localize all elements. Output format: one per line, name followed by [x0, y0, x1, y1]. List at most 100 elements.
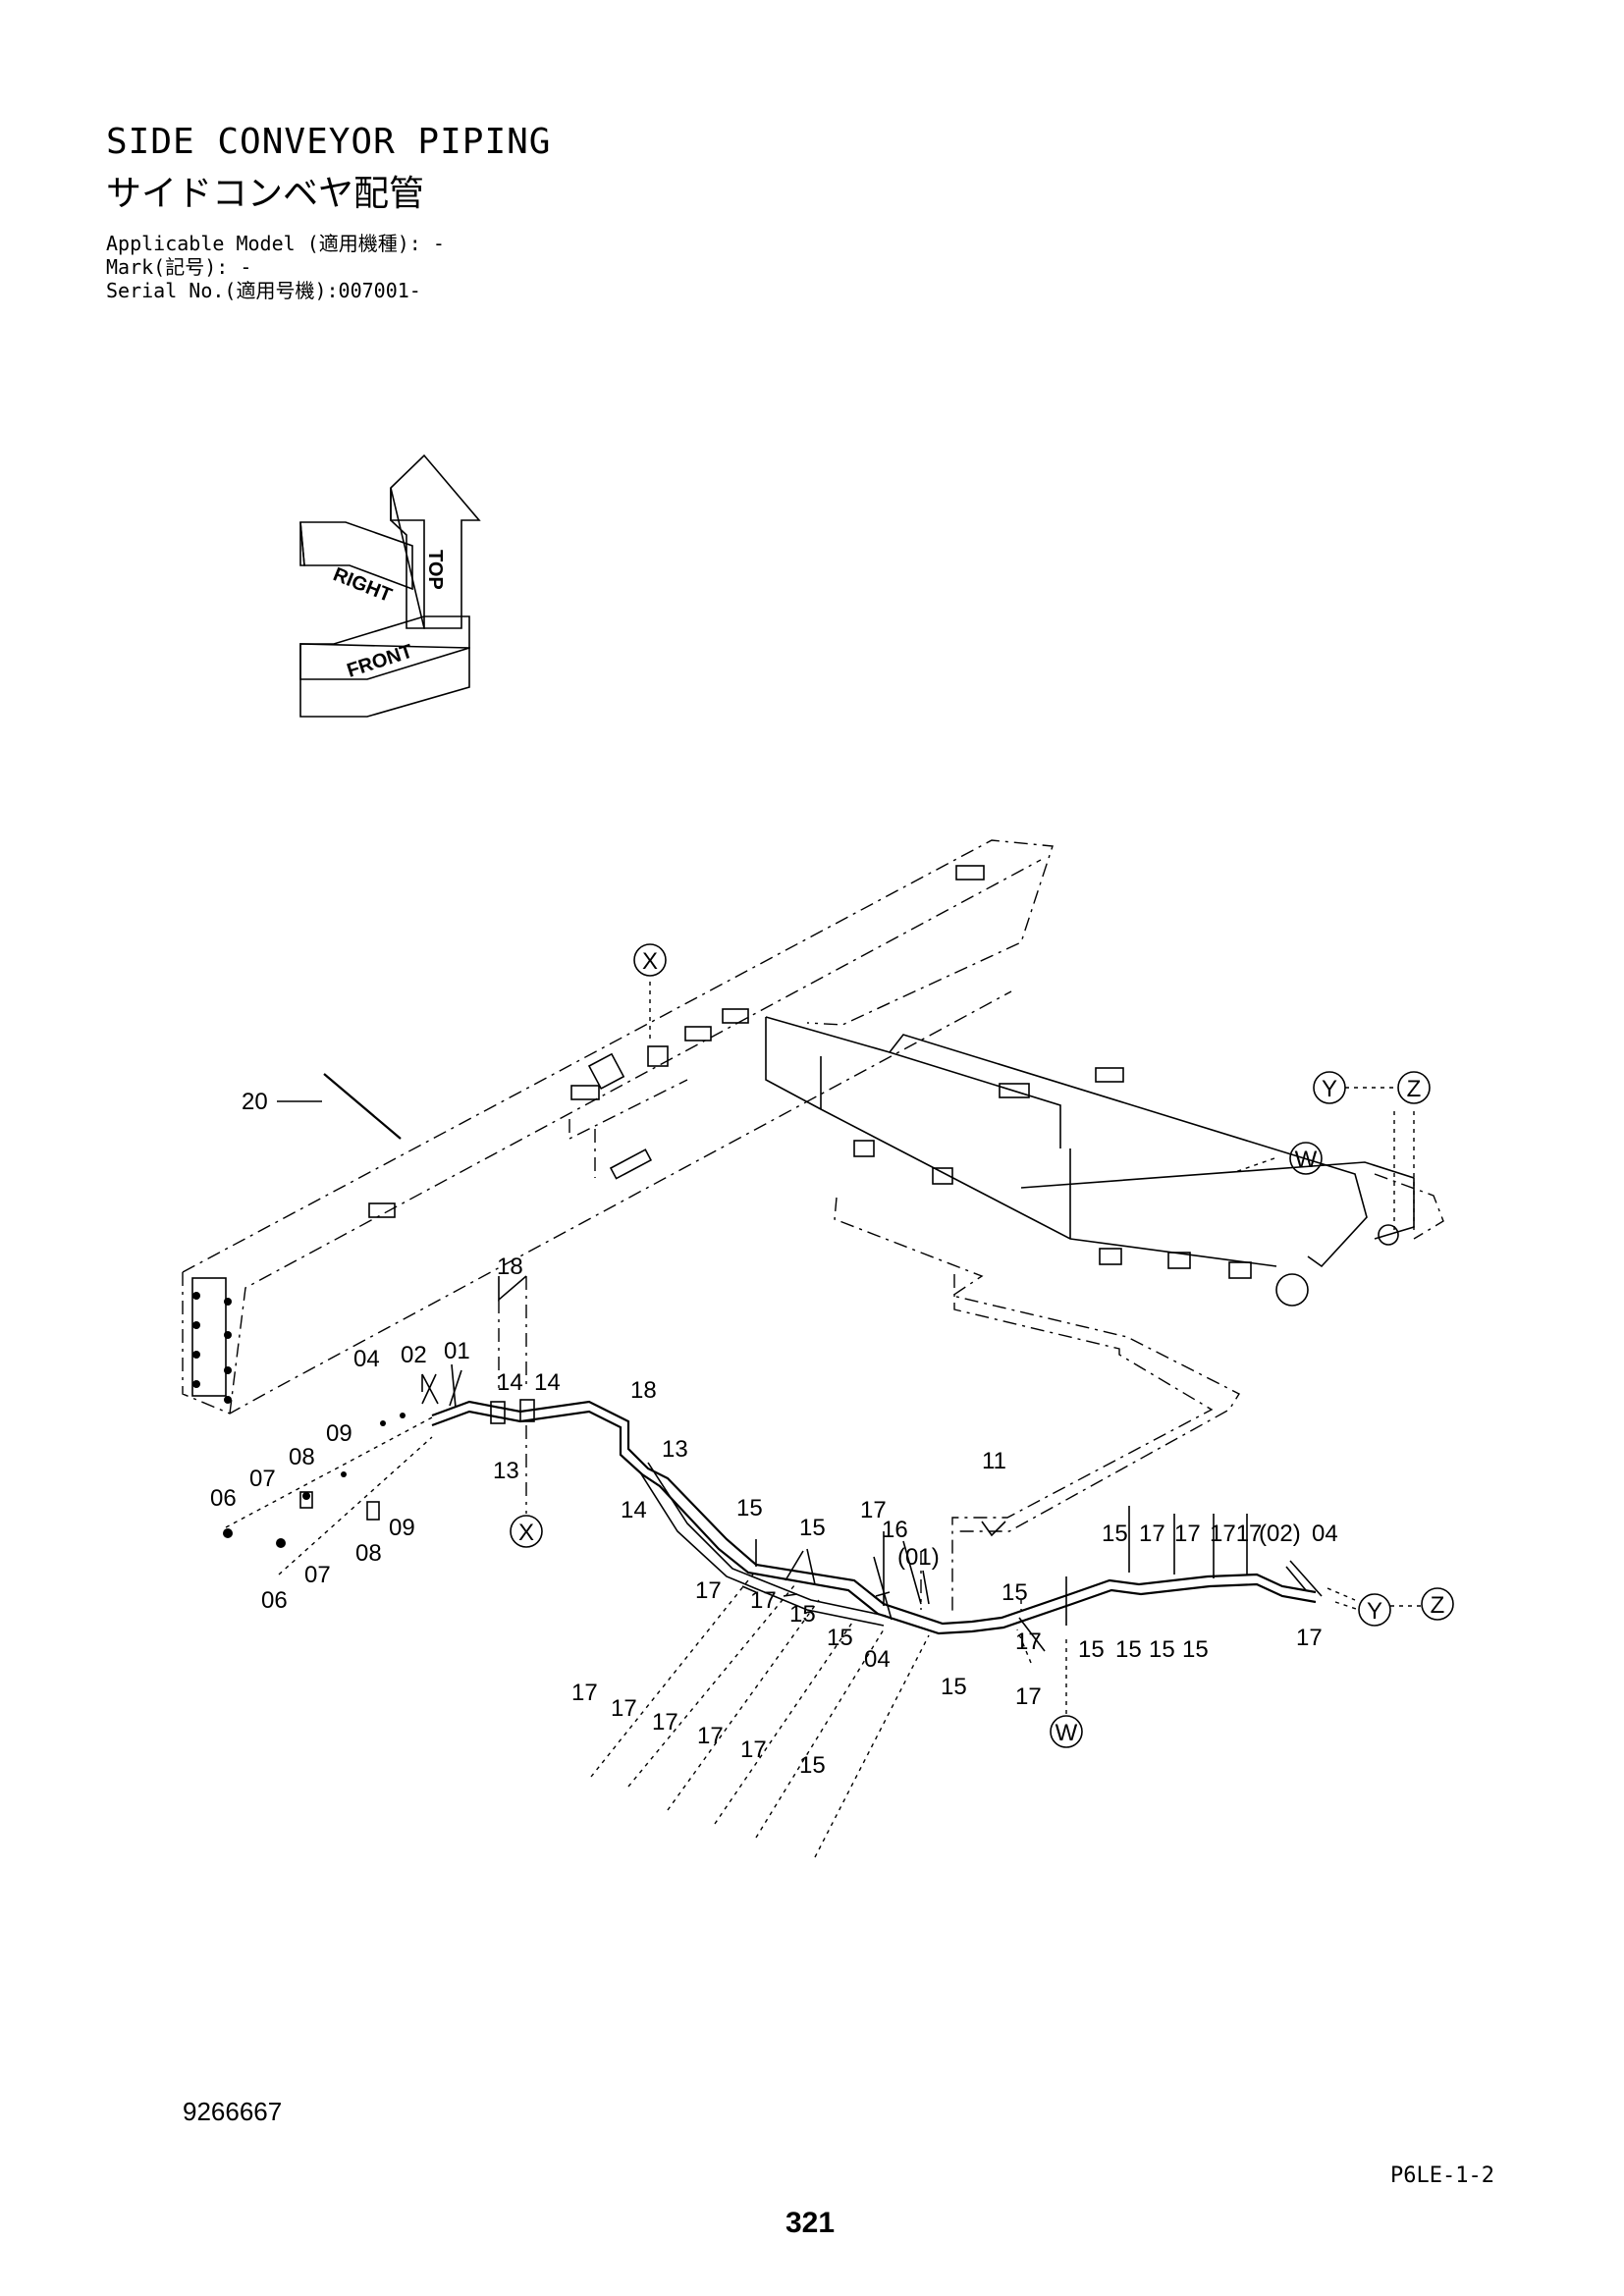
callout: (01): [897, 1544, 940, 1571]
valve-fitting: [299, 1491, 313, 1509]
roller: [1275, 1273, 1309, 1307]
right-arrow: RIGHT: [299, 521, 413, 607]
ref-label-w-bottom: W: [1056, 1720, 1078, 1746]
callout: 20: [242, 1089, 268, 1115]
page-title-japanese: サイドコンベヤ配管: [106, 174, 425, 214]
frame-pad: [684, 1026, 712, 1041]
clamp: [490, 1401, 506, 1424]
ref-label-x-top: X: [642, 948, 658, 975]
callout: 15: [941, 1674, 967, 1700]
callout: 17: [1015, 1683, 1042, 1710]
conveyor-frame: [182, 839, 1054, 1415]
body-window: [1167, 1252, 1191, 1269]
part-callouts: 20 18 04 02 01 14 14 18 13 09 08 07 06 1…: [210, 1089, 1338, 1779]
ref-label-y-top: Y: [1322, 1076, 1337, 1102]
callout: 09: [389, 1515, 415, 1541]
ref-circle-w-top: [1289, 1142, 1323, 1175]
callout: 08: [289, 1444, 315, 1470]
orientation-label-top: TOP: [424, 550, 446, 590]
document-number: 9266667: [183, 2097, 283, 2126]
callout: 18: [630, 1377, 657, 1404]
ref-label-z-top: Z: [1407, 1076, 1422, 1102]
callout: 11: [982, 1448, 1006, 1474]
routing-outline: [834, 1197, 1240, 1616]
leader-lines: [223, 982, 1415, 1858]
ref-label-y-bottom: Y: [1367, 1598, 1382, 1625]
body-window: [1228, 1261, 1252, 1279]
ref-label-x-bottom: X: [518, 1520, 534, 1546]
frame-bracket: [609, 1148, 653, 1180]
callout: 15: [1182, 1636, 1209, 1663]
callout: 02: [401, 1342, 427, 1368]
callout: 07: [304, 1562, 331, 1588]
callout: 18: [497, 1254, 523, 1280]
orientation-icon: TOP RIGHT FRONT: [299, 454, 481, 718]
callout: 17: [652, 1709, 678, 1735]
callout: 15: [1001, 1579, 1028, 1606]
callout: 1717: [1210, 1521, 1262, 1547]
callout: 13: [493, 1458, 519, 1484]
callout: 17: [1015, 1629, 1042, 1655]
callout: 09: [326, 1420, 352, 1447]
callout: 04: [864, 1646, 891, 1673]
callout: 14: [621, 1497, 647, 1523]
ref-circle-z-top: [1397, 1071, 1431, 1104]
rod: [323, 1073, 402, 1140]
body-window: [853, 1140, 875, 1157]
hydraulic-piping: [323, 1073, 1317, 1635]
callout: 13: [662, 1436, 688, 1463]
valve-fitting: [366, 1501, 380, 1521]
callout: 17: [1174, 1521, 1201, 1547]
conveyor-body: [765, 1016, 1444, 1307]
callout: 15: [1149, 1636, 1175, 1663]
callout: 15: [736, 1495, 763, 1522]
ref-circle-x-top: [633, 943, 667, 977]
page-number: 321: [785, 2207, 836, 2239]
callout: 16: [882, 1517, 908, 1543]
callout: 17: [697, 1723, 724, 1749]
callout: 08: [355, 1540, 382, 1567]
top-arrow: TOP: [390, 454, 481, 629]
callout: 06: [210, 1485, 237, 1512]
callout: 17: [740, 1736, 767, 1763]
ref-label-w-top: W: [1295, 1147, 1318, 1173]
ref-circle-w-bottom: [1050, 1715, 1083, 1748]
frame-pad: [722, 1008, 749, 1024]
clamp: [519, 1399, 535, 1422]
page-title: SIDE CONVEYOR PIPING: [106, 122, 552, 162]
callout: 15: [799, 1515, 826, 1541]
body-pad: [999, 1083, 1030, 1098]
ref-circle-z-bottom: [1421, 1587, 1454, 1621]
callout: 17: [695, 1577, 722, 1604]
callout: 06: [261, 1587, 288, 1614]
callout: 17: [1139, 1521, 1165, 1547]
frame-pad: [955, 865, 985, 881]
body-window: [932, 1167, 953, 1185]
mark: Mark(記号): -: [106, 255, 252, 279]
callout: (02): [1259, 1521, 1301, 1547]
callout: 14: [497, 1369, 523, 1396]
ref-label-z-bottom: Z: [1431, 1592, 1445, 1619]
callout: 07: [249, 1466, 276, 1492]
frame-pad: [368, 1202, 396, 1218]
ref-circle-y-bottom: [1358, 1593, 1391, 1627]
callout: 04: [1312, 1521, 1338, 1547]
front-arrow: FRONT: [299, 615, 470, 718]
frame-pad: [647, 1045, 669, 1067]
applicable-model: Applicable Model (適用機種): -: [106, 232, 445, 255]
callout: 01: [444, 1338, 470, 1364]
callout: 15: [799, 1752, 826, 1779]
frame-bracket: [587, 1052, 625, 1091]
callout: 15: [789, 1601, 816, 1628]
callout: 17: [1296, 1625, 1323, 1651]
frame-pad: [570, 1085, 600, 1100]
roller: [1378, 1224, 1399, 1246]
callout: 15: [1115, 1636, 1142, 1663]
ref-circle-x-bottom: [510, 1515, 543, 1548]
callout: 15: [827, 1625, 853, 1651]
serial-number: Serial No.(適用号機):007001-: [106, 279, 421, 302]
callout: 14: [534, 1369, 561, 1396]
callout: 17: [571, 1680, 598, 1706]
body-pad: [1095, 1067, 1124, 1083]
